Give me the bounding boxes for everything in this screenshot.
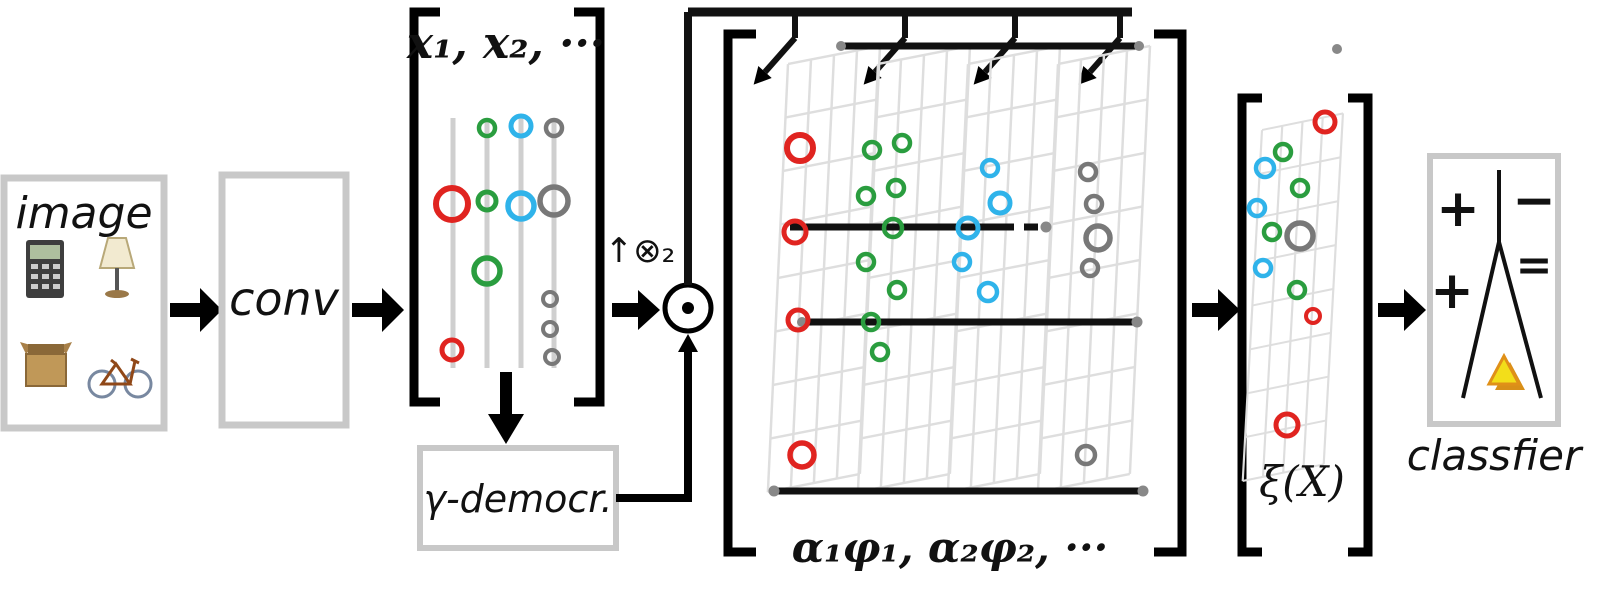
- plane-circle-gray: [1083, 223, 1113, 253]
- plane-circle-green: [855, 185, 877, 207]
- carton-box-icon: [20, 342, 72, 387]
- feature-plane: [856, 44, 972, 494]
- feature-plane: [1036, 44, 1152, 494]
- features-title: x₁, x₂, ···: [406, 18, 605, 69]
- plane-circle-blue: [979, 157, 1001, 179]
- conv-box-label: conv: [229, 272, 340, 326]
- tensor-power-label: ↑⊗₂: [605, 231, 676, 271]
- arrow-image-to-conv: [170, 288, 222, 332]
- agg-circle-gray: [1284, 220, 1316, 252]
- aggregate-bracket: ξ(X): [1237, 44, 1373, 557]
- feature-circle-gray: [541, 320, 559, 338]
- decision-tree-lines: [1461, 170, 1543, 399]
- democr-box-label: γ-democr.: [423, 477, 612, 521]
- feature-circle-gray: [543, 348, 561, 366]
- feature-circle-blue: [505, 190, 537, 222]
- feature-circle-gray: [543, 117, 565, 139]
- agg-circle-blue: [1246, 197, 1268, 219]
- plane-circle-gray: [1077, 161, 1099, 183]
- left-bracket: [409, 7, 440, 407]
- weighted-features-bracket: α₁φ₁, α₂φ₂, ···: [723, 29, 1187, 572]
- plane-connector-bars: [768, 41, 1149, 497]
- plane-circle-blue: [987, 190, 1013, 216]
- plane-circle-red: [785, 307, 811, 333]
- agg-circle-red: [1304, 307, 1322, 325]
- classifier-caption: classfier: [1407, 431, 1584, 480]
- agg-circle-blue: [1252, 257, 1274, 279]
- plus-magenta-symbol: +: [1430, 261, 1474, 321]
- plane-circle-gray: [1083, 193, 1105, 215]
- plane-circle-blue: [955, 215, 981, 241]
- feature-circle-gray: [541, 290, 559, 308]
- classifier-box: + − + =: [1427, 153, 1561, 427]
- feature-circle-green: [475, 189, 499, 213]
- warning-triangle-icon: [1486, 352, 1525, 390]
- arrow-weighted-to-aggregate: [1192, 289, 1240, 331]
- plane-circle-red: [781, 218, 809, 246]
- plane-circle-green: [860, 311, 882, 333]
- plane-circle-blue: [976, 280, 1000, 304]
- conv-box-frame: [218, 171, 350, 429]
- left-bracket: [723, 29, 756, 557]
- agg-circle-green: [1261, 221, 1283, 243]
- aggregate-circles: [1246, 109, 1338, 439]
- plane-circle-green: [885, 177, 907, 199]
- agg-circle-green: [1289, 177, 1311, 199]
- bicycle-icon: [87, 357, 153, 399]
- agg-circle-red: [1312, 109, 1338, 135]
- lamp-icon: [98, 237, 136, 298]
- plane-circle-green: [861, 139, 883, 161]
- arrow-features-to-dot: [612, 290, 660, 330]
- hadamard-operator-icon: [662, 282, 714, 334]
- calculator-icon: [26, 240, 64, 298]
- left-bracket: [1237, 93, 1262, 557]
- plus-red-symbol: +: [1436, 179, 1480, 239]
- feature-circle-green: [476, 117, 498, 139]
- plane-circle-gray: [1074, 443, 1098, 467]
- plane-circles: [781, 132, 1113, 470]
- conv-box: conv: [218, 171, 350, 429]
- feature-circle-green: [471, 255, 503, 287]
- feature-circle-blue: [508, 113, 534, 139]
- aggregate-caption: ξ(X): [1259, 457, 1345, 506]
- image-box-label: image: [15, 188, 152, 239]
- right-bracket: [574, 7, 605, 407]
- right-bracket: [1348, 93, 1373, 557]
- feature-columns: [450, 118, 557, 368]
- features-bracket: x₁, x₂, ···: [406, 7, 605, 407]
- agg-circle-blue: [1253, 156, 1277, 180]
- plane-circle-green: [881, 216, 905, 240]
- democr-box-frame: [417, 445, 619, 551]
- democr-box: γ-democr.: [417, 445, 619, 551]
- plane-circle-green: [855, 251, 877, 273]
- feature-circle-red: [433, 185, 471, 223]
- equals-purple-symbol: =: [1516, 240, 1553, 291]
- plane-circle-red: [787, 440, 817, 470]
- agg-circle-green: [1286, 279, 1308, 301]
- weighted-features-caption: α₁φ₁, α₂φ₂, ···: [792, 523, 1109, 572]
- feature-circle-gray: [537, 184, 571, 218]
- image-box: image: [0, 174, 168, 432]
- agg-circle-red: [1273, 411, 1301, 439]
- plane-circle-blue: [951, 251, 973, 273]
- plane-circle-green: [886, 279, 908, 301]
- plane-circle-green: [891, 132, 913, 154]
- plane-feed-arrows: [753, 12, 1123, 85]
- arrow-features-to-democr: [488, 372, 524, 444]
- right-bracket: [1154, 29, 1187, 557]
- feature-circles: [433, 113, 571, 366]
- plane-circle-gray: [1079, 257, 1101, 279]
- feature-circle-red: [439, 337, 465, 363]
- connector-democr-to-dot: [616, 334, 698, 502]
- arrow-conv-to-features: [352, 288, 404, 332]
- plane-circle-red: [784, 132, 816, 164]
- plane-circle-green: [869, 341, 891, 363]
- arrow-aggregate-to-classifier: [1378, 289, 1426, 331]
- minus-blue-symbol: −: [1512, 171, 1556, 231]
- agg-circle-green: [1272, 141, 1294, 163]
